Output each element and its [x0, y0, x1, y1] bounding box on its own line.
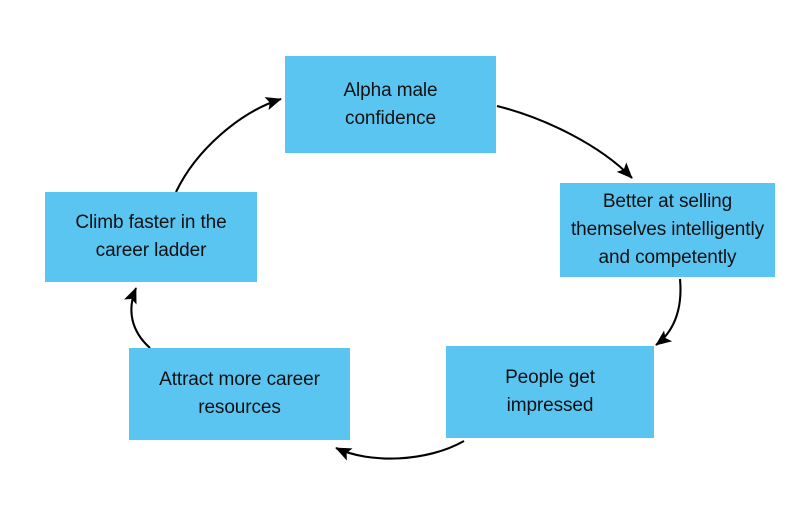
- node-climb-faster-in-the-career-ladder[interactable]: Climb faster in the career ladder: [45, 192, 257, 282]
- node-people-get-impressed[interactable]: People get impressed: [446, 346, 654, 438]
- arrow-people-to-attract: [335, 440, 465, 461]
- node-label: Climb faster in the career ladder: [75, 212, 227, 261]
- arrow-alpha-to-better: [496, 104, 633, 179]
- arrow-climb-to-alpha: [175, 97, 282, 193]
- node-label: People get impressed: [505, 367, 595, 416]
- node-label: Alpha male confidence: [343, 79, 438, 129]
- arrow-better-to-people: [655, 278, 682, 346]
- arrow-attract-to-climb: [124, 287, 151, 349]
- node-alpha-male-confidence[interactable]: Alpha male confidence: [285, 56, 496, 153]
- node-attract-more-career-resources[interactable]: Attract more career resources: [129, 348, 350, 440]
- node-better-at-selling-themselves[interactable]: Better at selling themselves intelligent…: [560, 183, 775, 277]
- node-label: Better at selling themselves intelligent…: [571, 191, 764, 268]
- node-label: Attract more career resources: [159, 369, 320, 418]
